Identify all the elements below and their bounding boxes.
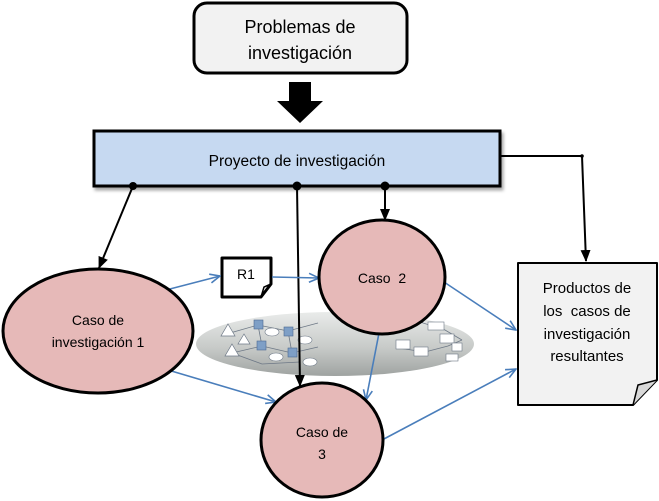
case-2-shape [317,218,447,336]
network-box-node [256,340,267,351]
research-problems-box: Problemas de investigación [192,1,409,75]
case-2-label: Caso 2 [358,270,406,286]
network-thumbnail-image [196,312,474,376]
products-label-line-4: resultantes [550,348,623,365]
network-box-node [413,346,429,357]
case-1-label-line-1: Caso de [72,312,124,328]
research-project-label: Proyecto de investigación [209,153,386,170]
connector-dot [580,154,584,158]
network-triangle-node [224,343,240,357]
flow-r1-to-case2 [271,277,319,278]
research-problems-label-line-2: investigación [248,43,352,63]
network-box-node [287,347,298,358]
network-box-node [395,339,411,350]
research-problems-shape [192,1,409,75]
r1-document-shape [220,256,273,299]
network-oval-node [268,352,284,362]
network-oval-node [264,327,280,337]
network-triangle-node [220,323,236,337]
r1-label: R1 [237,266,255,282]
r1-document: R1 [220,256,273,299]
connector-project-to-case1 [98,185,134,269]
products-label-line-3: investigación [544,326,631,343]
flow-case2-to-case3 [366,332,380,400]
down-arrow-icon [277,82,323,123]
products-label-line-2: los casos de [543,303,631,320]
network-box-node [439,333,455,344]
network-box-node [253,319,264,330]
research-problems-label-line-1: Problemas de [244,17,355,37]
network-oval-node [302,357,318,367]
connector-project-to-case3 [294,185,305,387]
connector-project-to-products [500,155,591,262]
flow-case1-to-r1 [165,276,220,291]
network-box-node [283,326,294,337]
case-3-label-line-2: 3 [318,446,326,462]
network-box-node [451,342,463,352]
network-triangle-node [237,333,251,345]
network-oval-node [297,335,313,345]
network-box-node [445,353,459,362]
flow-case3-to-products [381,369,516,441]
r1-document-fold [260,283,272,298]
case-1-node: Caso de investigación 1 [1,267,195,395]
products-label-line-1: Productos de [543,280,631,297]
case-3-shape [259,381,385,499]
case-3-node: Caso de 3 [259,381,385,499]
products-document: Productos de los casos de investigación … [517,262,658,406]
flow-case1-to-case3 [167,369,276,402]
case-3-label-line-1: Caso de [296,424,348,440]
research-project-box: Proyecto de investigación [92,129,502,188]
products-document-fold [632,379,658,406]
case-1-label-line-2: investigación 1 [52,334,145,350]
case-2-node: Caso 2 [317,218,447,336]
case-1-shape [1,267,195,395]
network-box-node [427,321,445,331]
flow-case2-to-products [443,281,516,330]
